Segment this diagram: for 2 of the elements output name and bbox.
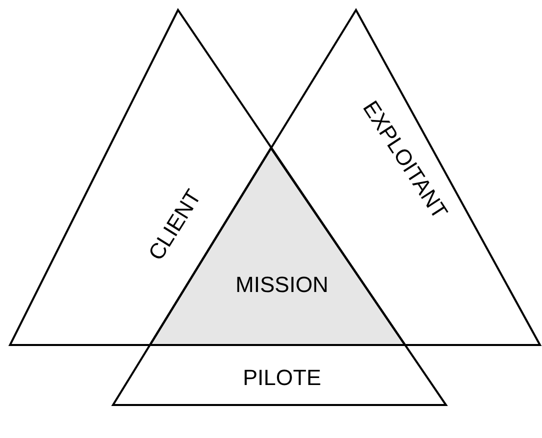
triangle-label: MISSION — [236, 272, 328, 298]
triangle-label: PILOTE — [242, 365, 322, 391]
